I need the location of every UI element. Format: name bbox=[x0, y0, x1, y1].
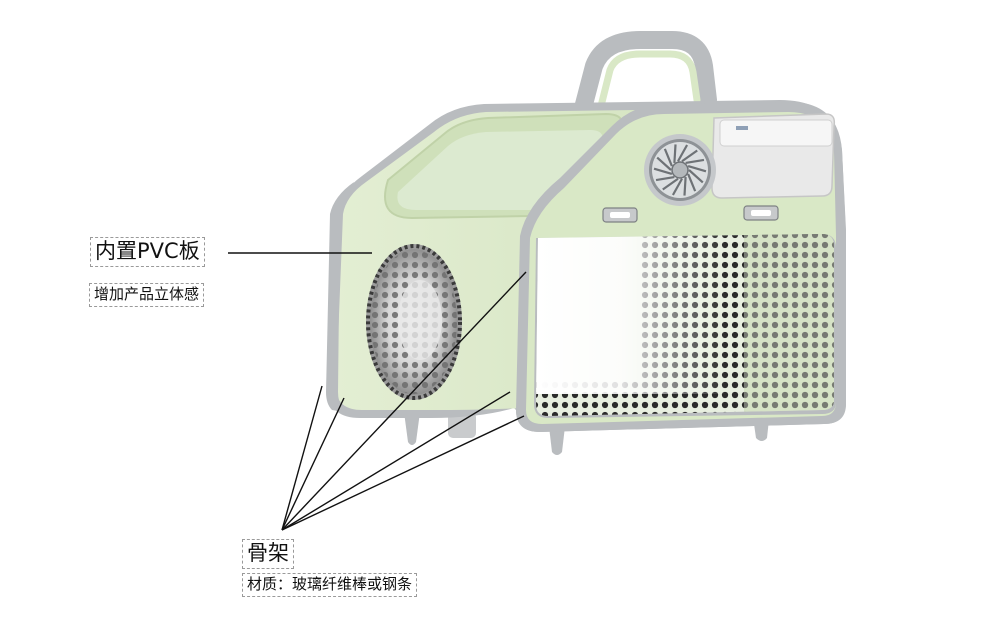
pvc-board-label: 内置PVC板 bbox=[90, 237, 205, 267]
fan-blade bbox=[656, 156, 672, 171]
fan-blade bbox=[662, 177, 679, 191]
side-portal-window bbox=[366, 244, 462, 400]
fan-blade bbox=[677, 144, 689, 162]
side-buckles bbox=[602, 205, 779, 223]
fan-blade bbox=[673, 144, 677, 164]
frame-caption: 材质：玻璃纤维棒或钢条 bbox=[242, 573, 418, 597]
carry-handle bbox=[573, 31, 717, 121]
fan-blade bbox=[687, 165, 707, 173]
fan-blade bbox=[688, 169, 704, 184]
fan-blade bbox=[687, 173, 697, 192]
leader-lines bbox=[228, 252, 527, 531]
fan-blade bbox=[685, 158, 705, 165]
fan-blade bbox=[683, 176, 687, 196]
frame-label: 骨架 bbox=[242, 539, 294, 569]
fan-blade bbox=[663, 148, 673, 167]
fan-blade bbox=[681, 149, 698, 163]
pvc-board-caption: 增加产品立体感 bbox=[89, 283, 205, 307]
fan-blade bbox=[653, 167, 673, 175]
fan-blade bbox=[655, 175, 675, 182]
fan-blade bbox=[671, 178, 683, 196]
mesh-window bbox=[534, 234, 836, 418]
fan-module bbox=[644, 113, 836, 206]
